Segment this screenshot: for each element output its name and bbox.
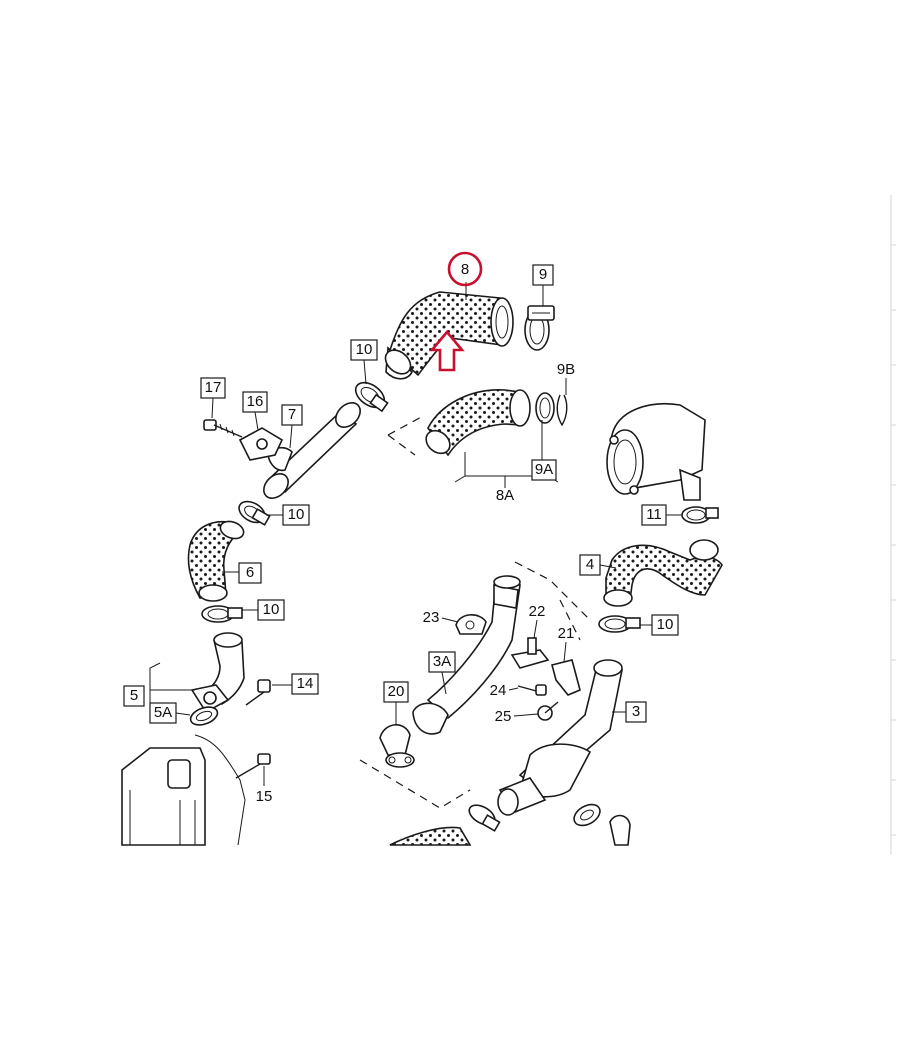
dashed-link-bottom	[359, 561, 591, 809]
callout-5[interactable]: 5	[123, 685, 145, 707]
svg-text:24: 24	[490, 682, 507, 699]
callout-9A[interactable]: 9A	[531, 459, 557, 481]
bolt-part-25[interactable]	[537, 701, 559, 721]
sensor-part-22[interactable]	[510, 637, 550, 669]
svg-text:23: 23	[423, 609, 440, 626]
callout-25[interactable]: 25	[495, 708, 539, 725]
svg-text:25: 25	[495, 708, 512, 725]
hose-part-6[interactable]	[187, 518, 246, 602]
clamp-part-10-right[interactable]	[598, 615, 641, 633]
clamp-part-10-left-upper[interactable]	[235, 497, 271, 527]
callout-17[interactable]: 17	[200, 377, 226, 419]
svg-text:10: 10	[288, 506, 305, 523]
callout-20[interactable]: 20	[383, 681, 409, 724]
svg-text:22: 22	[529, 603, 546, 620]
svg-text:5A: 5A	[154, 704, 172, 721]
callout-24[interactable]: 24	[490, 682, 519, 699]
callout-6[interactable]: 6	[222, 562, 262, 584]
callout-9[interactable]: 9	[532, 264, 554, 306]
callout-10-left-lower[interactable]: 10	[242, 599, 285, 621]
clamp-part-11[interactable]	[681, 506, 719, 524]
highlight-arrow-8	[429, 329, 465, 372]
callout-10-right[interactable]: 10	[640, 614, 679, 636]
svg-text:8: 8	[461, 261, 469, 278]
callout-14[interactable]: 14	[272, 673, 319, 695]
page-edge-rule	[890, 195, 896, 855]
hose-lower-bottom[interactable]	[389, 826, 472, 846]
callout-11[interactable]: 11	[641, 504, 682, 526]
svg-text:8A: 8A	[496, 487, 514, 504]
clamp-part-10-left-lower[interactable]	[201, 605, 243, 623]
svg-text:15: 15	[256, 788, 273, 805]
svg-text:10: 10	[356, 341, 373, 358]
callout-5A[interactable]: 5A	[149, 702, 191, 724]
dashed-link-top	[387, 414, 426, 456]
clamp-part-10-upper[interactable]	[351, 378, 389, 413]
svg-text:4: 4	[586, 556, 594, 573]
bolt-part-17[interactable]	[203, 419, 243, 438]
svg-text:7: 7	[288, 406, 296, 423]
svg-text:9A: 9A	[535, 461, 553, 478]
highlight-ring-8	[447, 251, 483, 287]
intercooler[interactable]	[121, 734, 246, 846]
svg-text:3A: 3A	[433, 653, 451, 670]
svg-text:9: 9	[539, 266, 547, 283]
callout-3[interactable]: 3	[612, 701, 647, 723]
svg-text:10: 10	[657, 616, 674, 633]
callout-3A[interactable]: 3A	[428, 651, 456, 695]
svg-text:10: 10	[263, 601, 280, 618]
callout-4[interactable]: 4	[579, 554, 617, 576]
clamp-part-10-bottom[interactable]	[466, 801, 501, 832]
callout-8A[interactable]: 8A	[496, 487, 514, 504]
svg-text:6: 6	[246, 564, 254, 581]
seal-9B[interactable]	[556, 394, 568, 427]
callout-10-upper[interactable]: 10	[350, 339, 378, 385]
svg-text:16: 16	[247, 393, 264, 410]
bolt-part-15[interactable]	[235, 753, 271, 779]
callout-16[interactable]: 16	[242, 391, 268, 431]
gasket-5A[interactable]	[188, 704, 220, 729]
svg-text:17: 17	[205, 379, 222, 396]
callout-23[interactable]: 23	[423, 609, 459, 626]
svg-text:5: 5	[130, 687, 138, 704]
svg-text:11: 11	[646, 506, 662, 523]
svg-text:21: 21	[558, 625, 575, 642]
svg-text:3: 3	[632, 703, 640, 720]
callout-21[interactable]: 21	[558, 625, 575, 663]
turbocharger[interactable]	[606, 403, 706, 501]
callout-15[interactable]: 15	[256, 766, 273, 805]
elbow-part-5[interactable]	[190, 632, 245, 714]
bracket-part-16[interactable]	[238, 427, 284, 461]
callout-9B[interactable]: 9B	[557, 361, 575, 395]
svg-text:9B: 9B	[557, 361, 575, 378]
bracket-part-21[interactable]	[551, 659, 581, 696]
pipe-part-3[interactable]	[497, 659, 623, 816]
callout-22[interactable]: 22	[529, 603, 546, 639]
hose-kit-8A[interactable]	[422, 389, 531, 458]
callout-10-left-upper[interactable]: 10	[266, 504, 310, 526]
callout-7[interactable]: 7	[281, 404, 303, 449]
svg-text:14: 14	[297, 675, 314, 692]
gasket-lower-right[interactable]	[570, 800, 631, 846]
clip-part-23[interactable]	[455, 614, 487, 635]
svg-text:20: 20	[388, 683, 405, 700]
clamp-part-9[interactable]	[524, 305, 555, 351]
hose-part-4[interactable]	[603, 539, 723, 607]
o-ring-9A[interactable]	[535, 392, 555, 424]
bolt-part-14[interactable]	[245, 679, 271, 706]
bolt-part-24[interactable]	[517, 684, 547, 696]
clamp-part-20[interactable]	[379, 724, 415, 768]
pipe-part-3A[interactable]	[412, 575, 521, 735]
